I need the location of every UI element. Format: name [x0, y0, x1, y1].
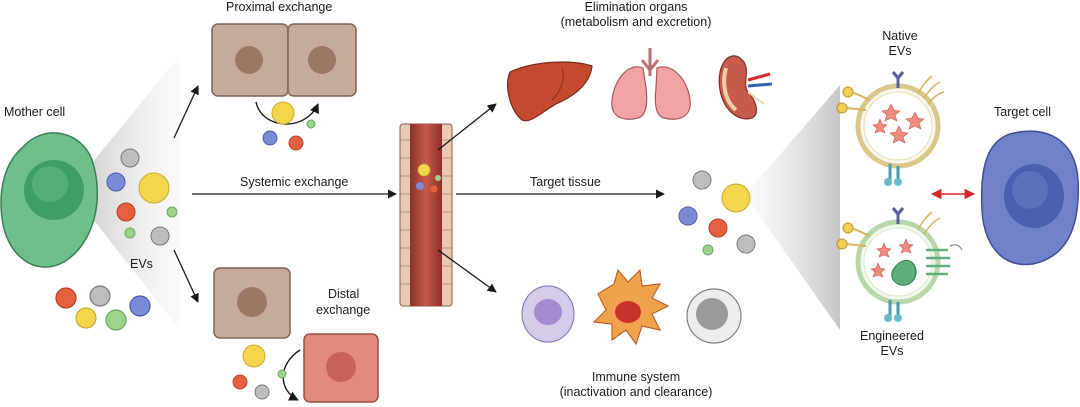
engineered-evs-label-2: EVs — [881, 344, 904, 358]
mother-cell-label: Mother cell — [4, 105, 65, 119]
arrow-to-proximal — [173, 85, 199, 139]
elimination-organs-title: Elimination organs — [585, 0, 688, 14]
mother-evs — [106, 148, 178, 246]
target-tissue-label: Target tissue — [530, 175, 601, 189]
engineered-ev-icon — [836, 207, 963, 322]
distal-target-cell — [303, 333, 379, 403]
kidney-icon — [718, 55, 773, 120]
immune-system-subtitle: (inactivation and clearance) — [560, 385, 713, 399]
left-cone — [70, 55, 180, 330]
blood-vessel — [399, 123, 453, 307]
native-evs-label-2: EVs — [889, 44, 912, 58]
bottom-left-evs — [55, 285, 151, 331]
target-tissue-evs — [678, 170, 756, 256]
proximal-evs — [262, 101, 316, 151]
right-cone — [745, 85, 840, 330]
arrow-to-immune — [437, 249, 497, 293]
target-cell-label: Target cell — [994, 105, 1051, 119]
evs-label: EVs — [130, 257, 153, 271]
immune-cell-gray-icon — [686, 288, 742, 344]
proximal-exchange-label: Proximal exchange — [226, 0, 332, 14]
immune-system-title: Immune system — [592, 370, 680, 384]
native-evs-label-1: Native — [882, 29, 917, 43]
macrophage-icon — [521, 285, 575, 343]
proximal-cells — [211, 23, 357, 97]
systemic-exchange-label: Systemic exchange — [240, 175, 348, 189]
distal-exchange-label-1: Distal — [328, 287, 359, 301]
elimination-organs-subtitle: (metabolism and excretion) — [561, 15, 712, 29]
lungs-icon — [611, 48, 691, 120]
mother-cell — [0, 132, 98, 268]
engineered-evs-label-1: Engineered — [860, 329, 924, 343]
dendritic-cell-icon — [592, 268, 670, 346]
native-ev-icon — [836, 71, 945, 186]
distal-exchange-label-2: exchange — [316, 303, 370, 317]
arrow-to-elimination — [437, 103, 497, 151]
distal-evs — [232, 344, 287, 400]
distal-source-cell — [213, 267, 291, 339]
target-cell — [980, 130, 1079, 266]
liver-icon — [507, 61, 593, 122]
arrow-to-distal — [173, 249, 199, 303]
